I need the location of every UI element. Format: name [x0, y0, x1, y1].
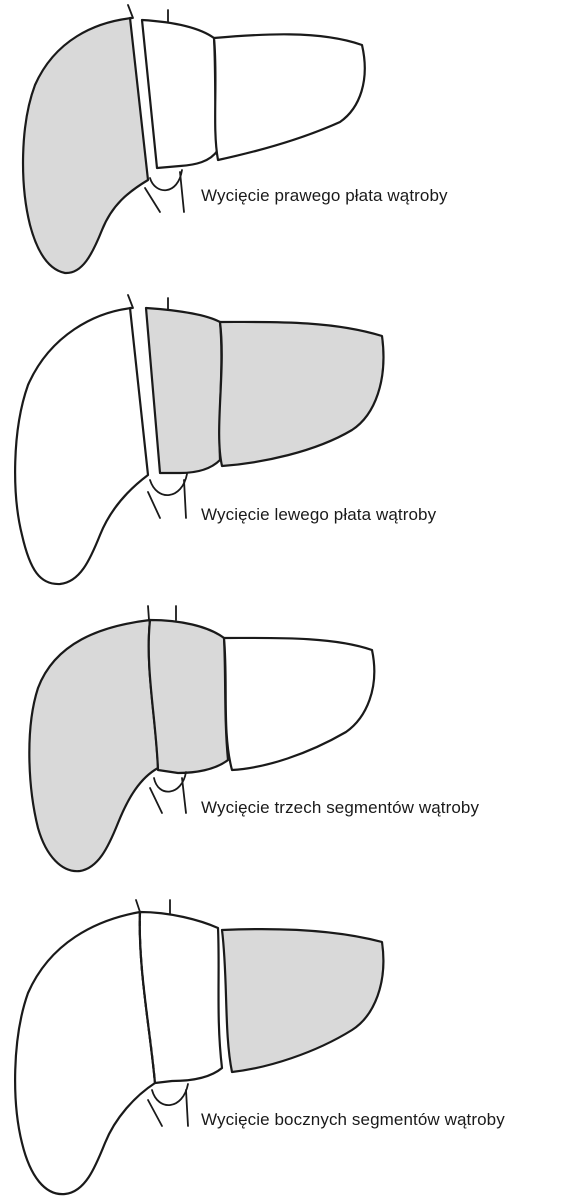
left-lobe: [214, 34, 365, 160]
middle-segment: [149, 620, 228, 773]
caption-2: Wycięcie lewego płata wątroby: [201, 505, 436, 525]
liver-diagram-1: [0, 0, 578, 300]
vessel-line-a: [148, 606, 149, 620]
vessel-line-d: [186, 1090, 188, 1126]
left-lobe: [224, 638, 374, 770]
hilum-loop: [150, 474, 187, 495]
hilum-loop: [154, 772, 186, 792]
vessel-line-d: [182, 778, 186, 813]
left-lobe: [219, 322, 383, 466]
right-lobe: [15, 912, 155, 1194]
right-lobe: [23, 18, 148, 273]
vessel-line-a: [128, 295, 133, 308]
vessel-line-c: [145, 188, 160, 212]
middle-segment: [142, 20, 218, 168]
hilum-loop: [150, 170, 182, 190]
hilum-loop: [152, 1084, 188, 1105]
liver-diagram-2: [0, 290, 578, 590]
vessel-line-d: [184, 480, 186, 518]
caption-1: Wycięcie prawego płata wątroby: [201, 186, 448, 206]
left-lobe: [222, 929, 383, 1072]
vessel-line-a: [136, 900, 140, 912]
vessel-line-c: [150, 788, 162, 813]
caption-4: Wycięcie bocznych segmentów wątroby: [201, 1110, 505, 1130]
right-lobe: [15, 308, 148, 584]
right-lobe: [29, 620, 158, 871]
vessel-line-c: [148, 1100, 162, 1126]
liver-diagram-3: [0, 598, 578, 898]
vessel-line-c: [148, 492, 160, 518]
vessel-line-a: [128, 5, 133, 18]
caption-3: Wycięcie trzech segmentów wątroby: [201, 798, 479, 818]
vessel-line-d: [180, 172, 184, 212]
middle-segment: [146, 308, 221, 473]
liver-diagram-4: [0, 898, 578, 1198]
